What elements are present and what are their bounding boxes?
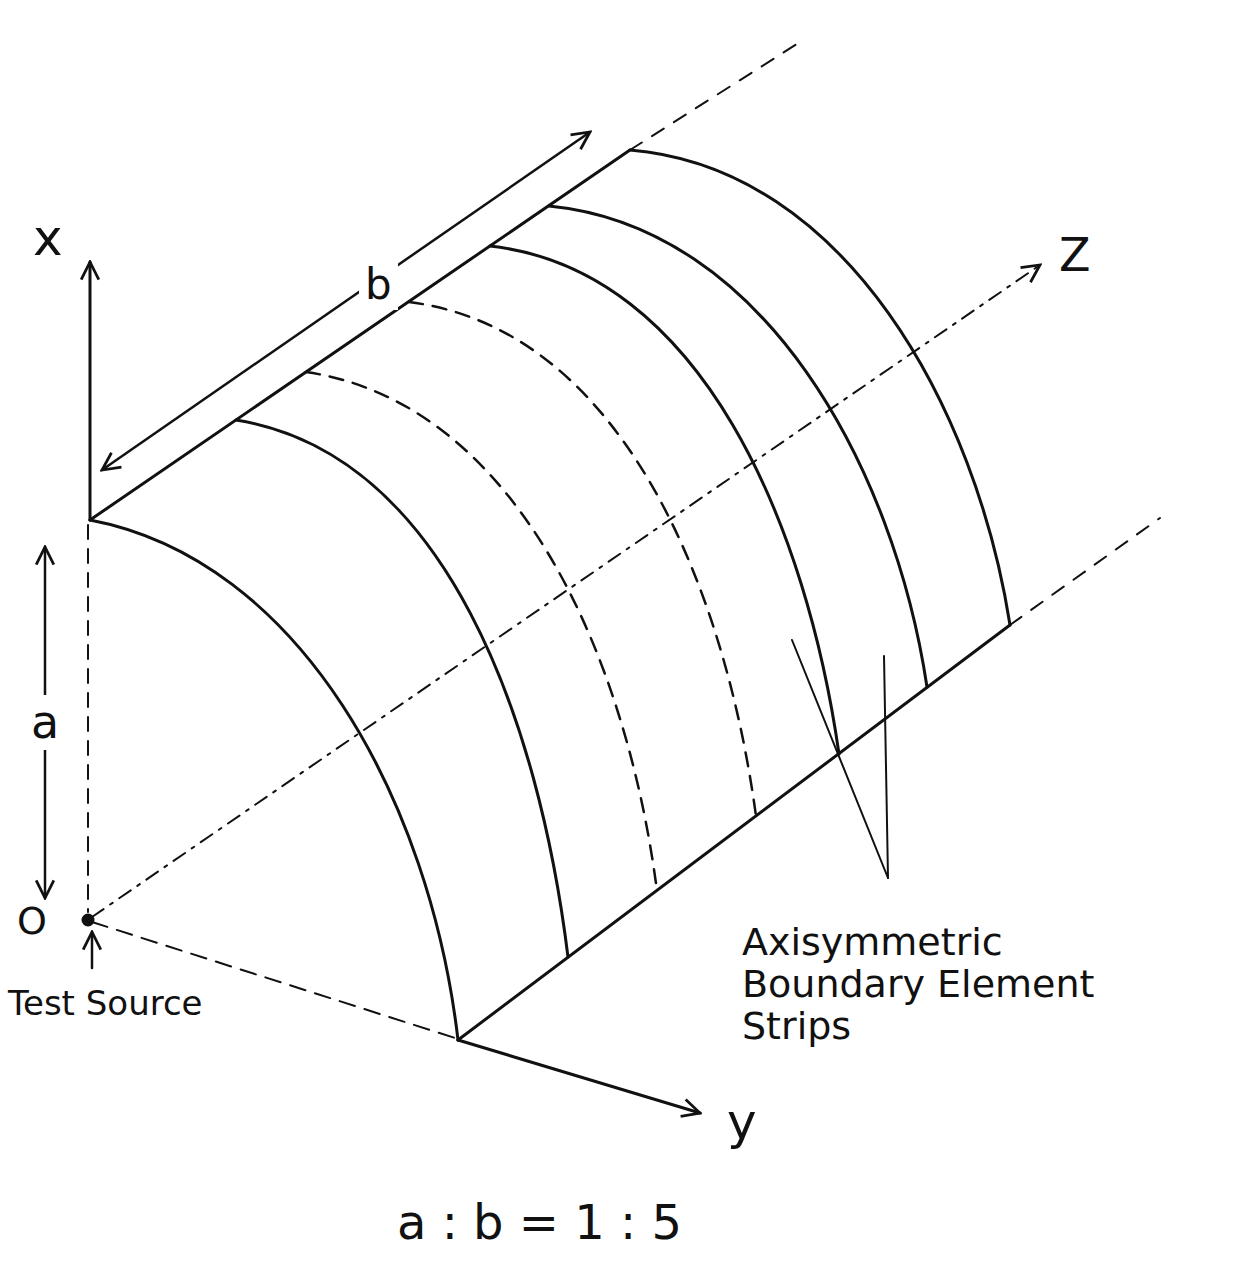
- strip-arc: [630, 150, 1010, 625]
- ratio-caption: a : b = 1 : 5: [397, 1196, 682, 1249]
- dimension-label: b: [359, 260, 398, 310]
- leader-arrow: [91, 932, 94, 968]
- axis-label: x: [33, 211, 63, 266]
- leader-line: [792, 640, 888, 878]
- x-axis: [89, 262, 92, 520]
- y-axis: [458, 1040, 700, 1113]
- strip-arc: [549, 206, 927, 687]
- leader-line: [884, 656, 888, 878]
- callout-label: Axisymmetric Boundary Element Strips: [742, 922, 1122, 1047]
- edge-extension: [630, 42, 800, 150]
- axis-label: y: [727, 1095, 757, 1150]
- origin-label: O: [17, 901, 47, 943]
- hidden-line: [87, 525, 89, 912]
- callout-label: Test Source: [8, 985, 203, 1022]
- strip-arc: [306, 372, 657, 891]
- dimension-label: a: [25, 695, 65, 750]
- z-axis: [92, 265, 1040, 917]
- edge-extension: [1010, 518, 1160, 625]
- strip-arc: [236, 420, 568, 957]
- dimension-line: [102, 132, 590, 470]
- strip-arc: [90, 520, 458, 1040]
- axis-label: Z: [1059, 230, 1091, 281]
- strip-arc: [490, 246, 839, 754]
- test-source-dot: [83, 915, 93, 925]
